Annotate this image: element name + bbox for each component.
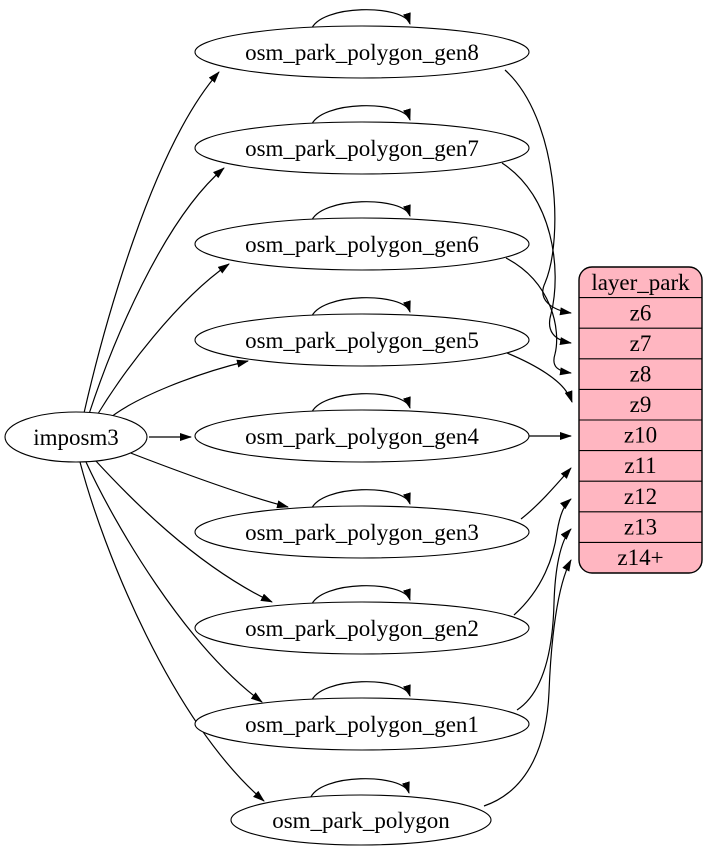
edge-imposm3-to-polygon bbox=[79, 461, 265, 802]
node-osm-park-polygon-gen1: osm_park_polygon_gen1 bbox=[194, 697, 530, 751]
layer-park-row-z9: z9 bbox=[630, 392, 652, 417]
node-osm-park-polygon-gen7: osm_park_polygon_gen7 bbox=[194, 121, 530, 175]
self-loop-polygon bbox=[309, 778, 410, 800]
node-polygon-label: osm_park_polygon bbox=[272, 808, 450, 833]
node-osm-park-polygon-gen2: osm_park_polygon_gen2 bbox=[194, 601, 530, 655]
edge-gen2-to-z12 bbox=[513, 498, 572, 616]
node-gen6-ellipse bbox=[194, 217, 530, 271]
self-loop-gen8 bbox=[310, 9, 411, 31]
node-gen5-ellipse bbox=[194, 313, 530, 367]
node-gen2-label: osm_park_polygon_gen2 bbox=[245, 616, 479, 641]
node-gen7-ellipse bbox=[194, 121, 530, 175]
node-imposm3-label: imposm3 bbox=[33, 425, 119, 450]
self-loop-gen1 bbox=[310, 681, 411, 703]
layer-park-row-z12: z12 bbox=[624, 484, 657, 509]
layer-park-row-z13: z13 bbox=[624, 515, 657, 540]
edge-imposm3-to-gen6 bbox=[95, 263, 230, 418]
layer-park-row-z7: z7 bbox=[630, 331, 652, 356]
node-osm-park-polygon-gen3: osm_park_polygon_gen3 bbox=[194, 505, 530, 559]
edge-gen8-to-z6 bbox=[504, 69, 572, 316]
layer-park-row-z14plus: z14+ bbox=[617, 545, 663, 570]
layer-park-row-z10: z10 bbox=[624, 423, 657, 448]
node-gen1-label: osm_park_polygon_gen1 bbox=[245, 712, 479, 737]
node-osm-park-polygon: osm_park_polygon bbox=[230, 794, 492, 846]
layer-park-title: layer_park bbox=[591, 270, 690, 295]
self-loop-gen5 bbox=[310, 297, 411, 319]
layer-park-row-z8: z8 bbox=[630, 362, 652, 387]
node-gen4-ellipse bbox=[194, 409, 530, 463]
edge-group-tables-to-layer bbox=[483, 69, 573, 807]
self-loop-gen4 bbox=[310, 393, 411, 415]
edge-imposm3-to-gen5 bbox=[105, 359, 249, 422]
node-gen8-label: osm_park_polygon_gen8 bbox=[245, 40, 479, 65]
edge-imposm3-to-gen3 bbox=[127, 451, 289, 509]
edge-imposm3-to-gen8 bbox=[83, 71, 220, 414]
layer-park-row-z6: z6 bbox=[630, 301, 652, 326]
edge-group-source-to-tables bbox=[79, 71, 289, 802]
node-gen3-ellipse bbox=[194, 505, 530, 559]
node-osm-park-polygon-gen8: osm_park_polygon_gen8 bbox=[194, 25, 530, 79]
edge-gen7-to-z7 bbox=[501, 162, 572, 346]
edge-imposm3-to-gen2 bbox=[94, 459, 273, 603]
node-gen5-label: osm_park_polygon_gen5 bbox=[245, 328, 479, 353]
node-polygon-ellipse bbox=[230, 794, 492, 846]
self-loop-gen3 bbox=[310, 489, 411, 511]
self-loop-gen6 bbox=[310, 201, 411, 223]
self-loop-gen2 bbox=[310, 585, 411, 607]
layer-park-row-z11: z11 bbox=[624, 453, 656, 478]
node-gen1-ellipse bbox=[194, 697, 530, 751]
node-gen6-label: osm_park_polygon_gen6 bbox=[245, 232, 479, 257]
node-gen7-label: osm_park_polygon_gen7 bbox=[245, 136, 479, 161]
node-gen4-label: osm_park_polygon_gen4 bbox=[245, 424, 479, 449]
node-gen8-ellipse bbox=[194, 25, 530, 79]
node-imposm3-ellipse bbox=[4, 411, 148, 463]
edge-gen5-to-z9 bbox=[506, 352, 573, 403]
edge-gen6-to-z8 bbox=[505, 257, 572, 376]
node-osm-park-polygon-gen4: osm_park_polygon_gen4 bbox=[194, 409, 530, 463]
node-gen2-ellipse bbox=[194, 601, 530, 655]
node-imposm3: imposm3 bbox=[4, 411, 148, 463]
edge-group-self-loops bbox=[309, 9, 411, 800]
node-layer-park: layer_park z6 z7 z8 z9 z10 z11 z12 z13 z… bbox=[578, 266, 703, 574]
node-osm-park-polygon-gen5: osm_park_polygon_gen5 bbox=[194, 313, 530, 367]
edge-imposm3-to-gen1 bbox=[85, 461, 263, 703]
edge-gen1-to-z13 bbox=[516, 528, 572, 711]
edge-gen3-to-z11 bbox=[520, 467, 572, 520]
node-osm-park-polygon-gen6: osm_park_polygon_gen6 bbox=[194, 217, 530, 271]
node-gen3-label: osm_park_polygon_gen3 bbox=[245, 520, 479, 545]
node-group-tables: imposm3 osm_park_polygon_gen8 osm_park_p… bbox=[4, 25, 530, 846]
edge-imposm3-to-gen7 bbox=[88, 167, 225, 415]
self-loop-gen7 bbox=[310, 105, 411, 127]
edge-polygon-to-z14plus bbox=[483, 559, 572, 807]
